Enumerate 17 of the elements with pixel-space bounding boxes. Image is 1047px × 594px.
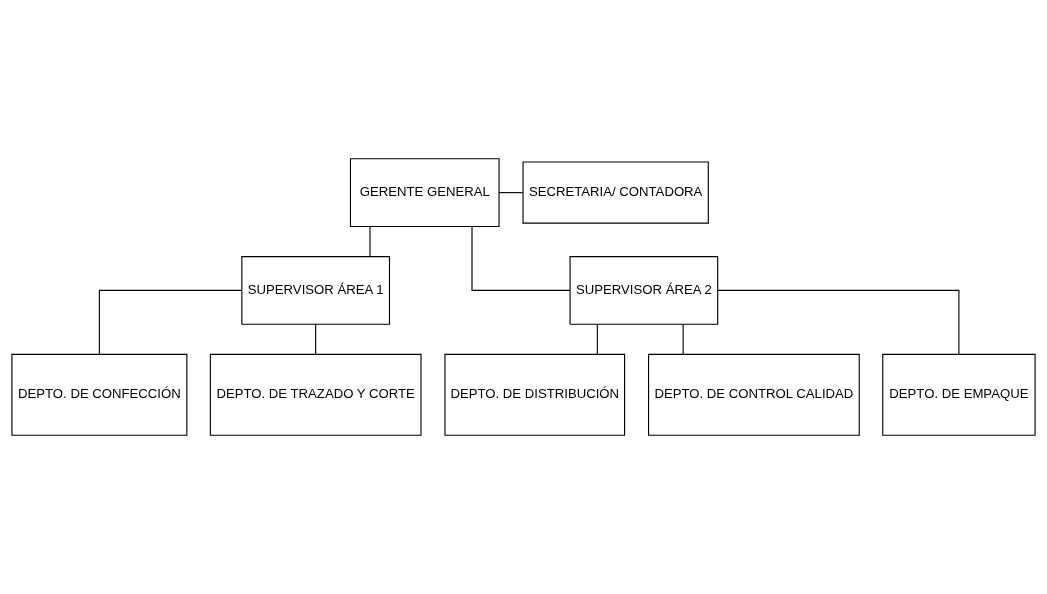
node-box: DEPTO. DE DISTRIBUCIÓN — [444, 353, 626, 436]
node-box: DEPTO. DE TRAZADO Y CORTE — [209, 353, 422, 436]
node-box: DEPTO. DE CONFECCIÓN — [11, 353, 188, 436]
connector — [315, 323, 317, 355]
connector — [498, 192, 524, 194]
node-box: DEPTO. DE CONTROL CALIDAD — [648, 353, 860, 436]
connector — [682, 323, 684, 355]
node-box: SUPERVISOR ÁREA 1 — [241, 256, 391, 325]
node-box: SECRETARIA/ CONTADORA — [522, 161, 709, 224]
connector — [471, 226, 571, 291]
connector — [717, 289, 960, 355]
node-box: GERENTE GENERAL — [349, 158, 500, 228]
connector — [596, 323, 598, 355]
connector — [369, 226, 371, 258]
connector — [98, 289, 243, 355]
node-box: SUPERVISOR ÁREA 2 — [569, 256, 719, 325]
node-box: DEPTO. DE EMPAQUE — [882, 353, 1036, 436]
